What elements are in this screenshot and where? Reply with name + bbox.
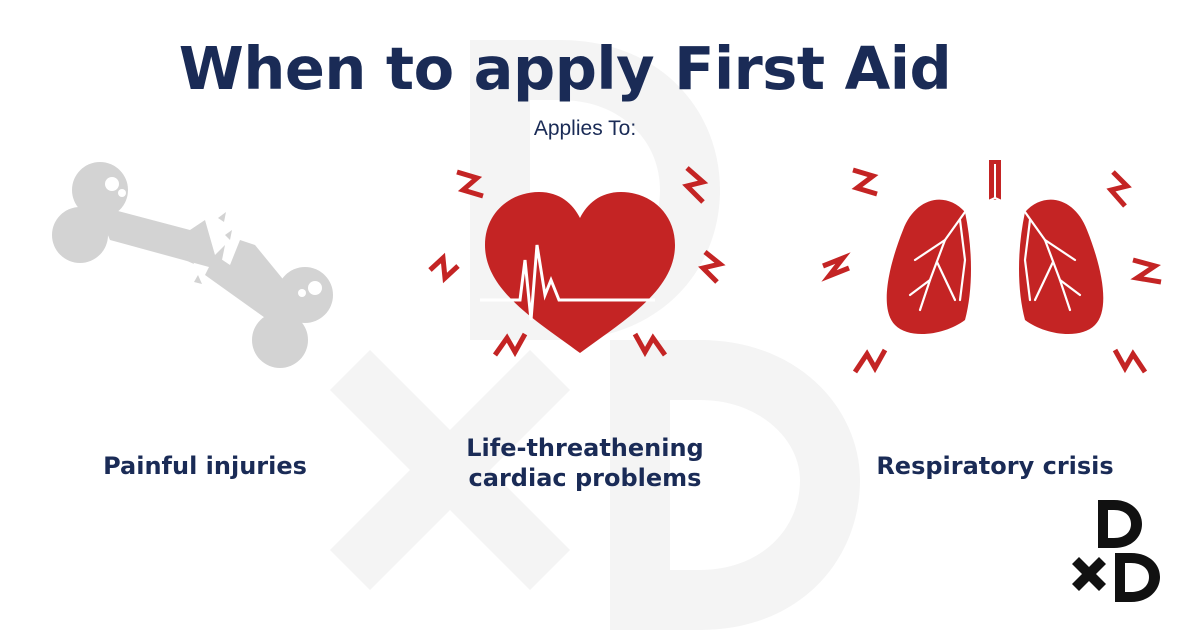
item-label-painful-injuries: Painful injuries — [103, 452, 307, 480]
item-label-cardiac-problems: Life-threathening cardiac problems — [420, 433, 750, 493]
item-label-cardiac-line2: cardiac problems — [468, 464, 702, 492]
heart-ecg-icon — [428, 166, 726, 358]
page-subtitle: Applies To: — [533, 117, 637, 140]
item-label-cardiac-line1: Life-threathening — [466, 434, 704, 462]
lungs-icon — [821, 160, 1162, 374]
page-title: When to apply First Aid — [178, 34, 952, 103]
item-label-respiratory-crisis: Respiratory crisis — [876, 452, 1114, 480]
broken-bone-icon — [52, 162, 333, 368]
dxd-logo — [1072, 500, 1160, 602]
